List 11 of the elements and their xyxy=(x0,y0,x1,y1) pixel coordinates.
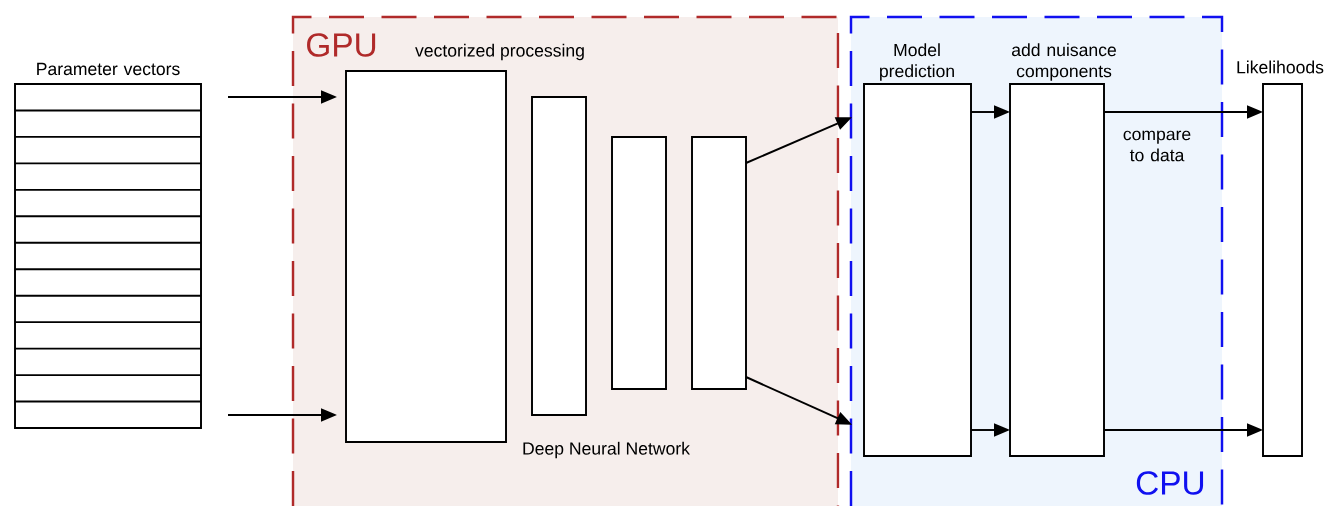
vectorized-processing-label: vectorized processing xyxy=(415,43,584,61)
layer-box xyxy=(611,136,667,390)
box-heading: Model prediction xyxy=(880,43,954,81)
layer-box xyxy=(345,70,507,443)
box-heading: Likelihoods xyxy=(1237,60,1324,74)
edge-label: compare to data xyxy=(1123,130,1191,162)
box-heading: add nuisance components xyxy=(1012,43,1116,81)
network-caption: Deep Neural Network xyxy=(523,441,690,459)
box-heading: Parameter vectors xyxy=(37,62,180,76)
layer-box xyxy=(531,96,587,416)
layer-box xyxy=(691,136,747,390)
